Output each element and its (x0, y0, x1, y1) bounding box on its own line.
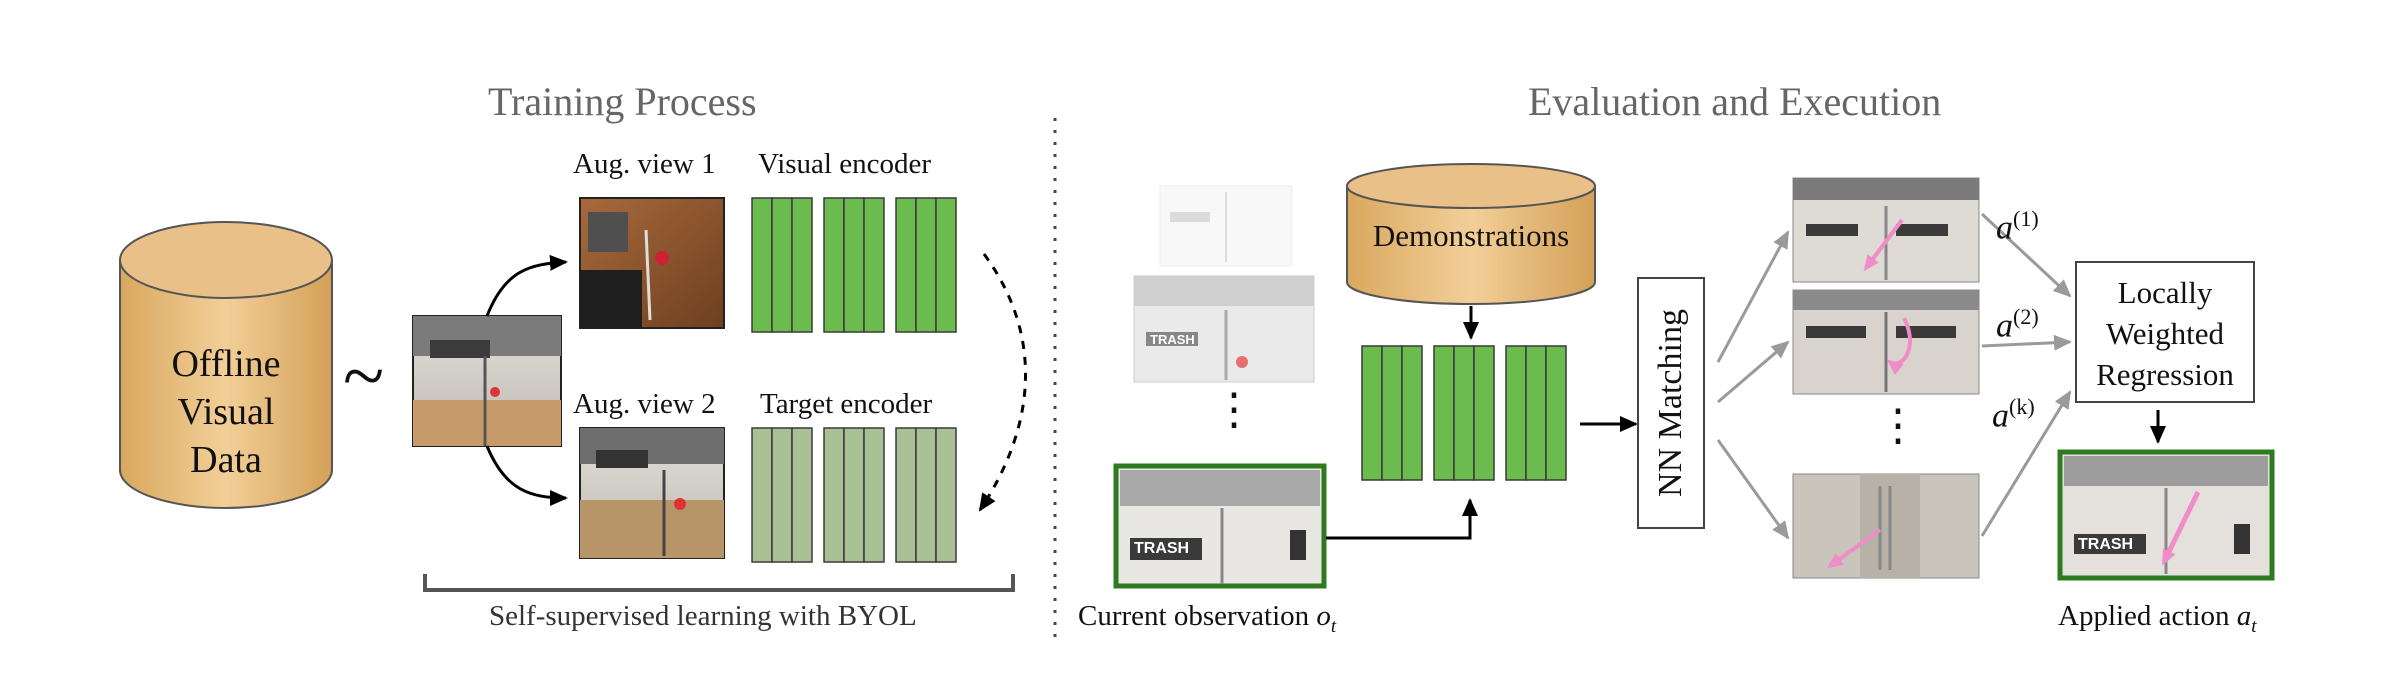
offline-data-cylinder (119, 221, 333, 509)
applied-action-image (2057, 449, 2275, 581)
visual-encoder-layer-4 (823, 197, 845, 333)
eval-encoder-layer-4 (1433, 345, 1455, 481)
eval-encoder-layer-9 (1545, 345, 1567, 481)
target-encoder-layer-4 (823, 427, 845, 563)
lwr-box (2075, 261, 2255, 403)
aug-view-2-image (579, 427, 725, 559)
eval-encoder (1361, 345, 1567, 481)
arrow-to-view-1 (485, 254, 568, 317)
arrow-to-view-2 (485, 445, 568, 506)
sampling-symbol: ~ (343, 334, 385, 418)
visual-encoder-layer-5 (843, 197, 865, 333)
target-encoder-layer-6 (863, 427, 885, 563)
applied-action-text: Applied action (2058, 600, 2230, 632)
arrow-obs-to-encoder (1326, 498, 1478, 540)
arrow-nn-to-neighbor-1 (1716, 230, 1790, 363)
visual-encoder-layer-3 (791, 197, 813, 333)
neighbor-action-k-superscript: (k) (2009, 394, 2035, 419)
visual-encoder-layer-9 (935, 197, 957, 333)
eval-encoder-layer-1 (1361, 345, 1383, 481)
neighbor-action-1-superscript: (1) (2013, 206, 2039, 231)
arrow-neighbor-1-to-lwr (1980, 212, 2072, 298)
applied-action-label: Applied action at (2058, 600, 2257, 638)
current-observation-subscript: t (1330, 615, 1337, 637)
neighbor-action-2: a(2) (1996, 304, 2039, 345)
past-observation-frames (1133, 185, 1315, 383)
visual-encoder-layer-8 (915, 197, 937, 333)
aug-view-1-label: Aug. view 1 (573, 148, 716, 180)
eval-encoder-layer-6 (1473, 345, 1495, 481)
neighbor-action-1: a(1) (1996, 206, 2039, 247)
training-title: Training Process (488, 79, 757, 124)
lwr-label-line-1: Locally (2117, 275, 2213, 310)
aug-view-2-label: Aug. view 2 (573, 388, 716, 420)
target-encoder-layer-7 (895, 427, 917, 563)
target-encoder-layer-3 (791, 427, 813, 563)
eval-encoder-layer-5 (1453, 345, 1475, 481)
arrow-nn-to-neighbor-k (1716, 439, 1790, 540)
offline-data-label: Offline Visual Data (120, 340, 332, 484)
neighbor-frame-2 (1792, 289, 1980, 395)
current-observation-label: Current observation ot (1078, 600, 1336, 638)
applied-action-symbol: a (2236, 600, 2252, 632)
visual-encoder-layer-2 (771, 197, 793, 333)
offline-data-label-line-1: Offline (171, 343, 281, 385)
target-encoder-label: Target encoder (760, 388, 933, 420)
sampled-image (412, 315, 562, 447)
neighbor-frame-1 (1792, 177, 1980, 283)
byol-bracket (423, 574, 1015, 592)
neighbor-action-1-symbol: a (1996, 209, 2013, 247)
visual-encoder (751, 197, 957, 333)
byol-caption: Self-supervised learning with BYOL (489, 600, 917, 632)
eval-encoder-layer-2 (1381, 345, 1403, 481)
current-observation-text: Current observation (1078, 600, 1310, 632)
eval-encoder-layer-3 (1401, 345, 1423, 481)
offline-data-label-line-2: Visual (177, 391, 275, 433)
eval-encoder-layer-7 (1505, 345, 1527, 481)
lwr-label: Locally Weighted Regression (2076, 272, 2254, 395)
visual-encoder-layer-1 (751, 197, 773, 333)
visual-encoder-layer-6 (863, 197, 885, 333)
ema-arrow (978, 253, 1027, 512)
current-observation-symbol: o (1316, 600, 1331, 632)
visual-encoder-label: Visual encoder (758, 148, 931, 180)
neighbor-action-2-superscript: (2) (2013, 304, 2039, 329)
neighbor-action-2-symbol: a (1996, 307, 2013, 345)
lwr-label-line-2: Weighted (2105, 316, 2225, 351)
nn-matching-box (1637, 277, 1705, 529)
past-frames-ellipsis: ⋮ (1212, 385, 1256, 434)
demonstrations-label: Demonstrations (1372, 218, 1570, 253)
trash-sign-applied: TRASH (2078, 536, 2134, 553)
current-observation-image (1113, 463, 1327, 589)
target-encoder-layer-2 (771, 427, 793, 563)
arrow-neighbor-2-to-lwr (1981, 334, 2072, 351)
offline-data-label-line-3: Data (190, 439, 262, 481)
arrow-nn-to-neighbor-2 (1717, 340, 1790, 404)
visual-encoder-layer-7 (895, 197, 917, 333)
trash-sign-past: TRASH (1150, 332, 1195, 347)
eval-encoder-layer-8 (1525, 345, 1547, 481)
neighbor-ellipsis: ⋮ (1876, 401, 1920, 450)
target-encoder-layer-8 (915, 427, 937, 563)
target-encoder-layer-5 (843, 427, 865, 563)
demonstrations-cylinder (1346, 163, 1596, 305)
aug-view-1-image (579, 197, 725, 329)
target-encoder (751, 427, 957, 563)
arrow-neighbor-k-to-lwr (1980, 390, 2072, 537)
evaluation-title: Evaluation and Execution (1528, 79, 1942, 124)
lwr-label-line-3: Regression (2096, 357, 2234, 392)
target-encoder-layer-1 (751, 427, 773, 563)
target-encoder-layer-9 (935, 427, 957, 563)
trash-sign-current: TRASH (1134, 540, 1190, 557)
neighbor-frame-k (1792, 473, 1980, 579)
nn-matching-label: NN Matching (1652, 309, 1689, 497)
applied-action-subscript: t (2251, 615, 2257, 637)
neighbor-action-k-symbol: a (1992, 397, 2009, 435)
neighbor-action-k: a(k) (1992, 394, 2035, 435)
